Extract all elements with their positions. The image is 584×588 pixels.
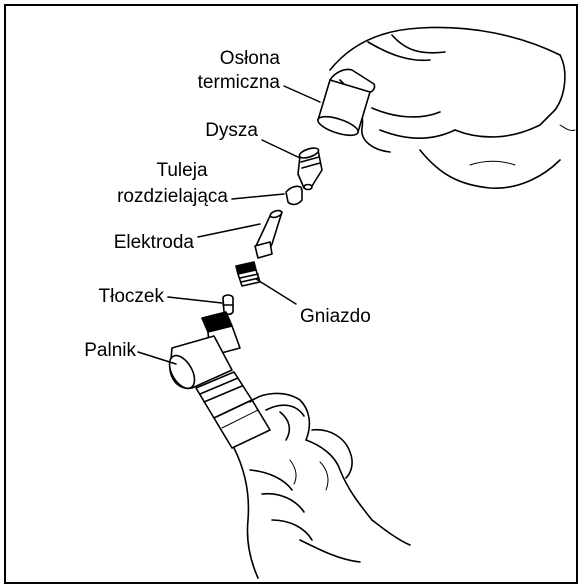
label-gniazdo: Gniazdo xyxy=(300,306,371,328)
label-elektroda: Elektroda xyxy=(80,232,194,254)
nozzle xyxy=(298,146,322,189)
thermal-shield xyxy=(316,69,375,139)
plunger xyxy=(223,295,233,314)
electrode xyxy=(255,209,283,258)
torch-body xyxy=(164,312,270,448)
label-tuleja-line1: Tuleja xyxy=(132,160,232,182)
label-palnik: Palnik xyxy=(40,340,136,362)
upper-hand xyxy=(330,27,575,188)
label-oslona-line1: Osłona xyxy=(150,48,280,70)
swirl-ring xyxy=(285,185,303,205)
label-dysza: Dysza xyxy=(150,120,258,142)
label-tuleja-line2: rozdzielająca xyxy=(80,186,228,208)
label-oslona-line2: termiczna xyxy=(150,72,280,94)
label-tloczek: Tłoczek xyxy=(60,286,164,308)
seat xyxy=(236,262,260,286)
